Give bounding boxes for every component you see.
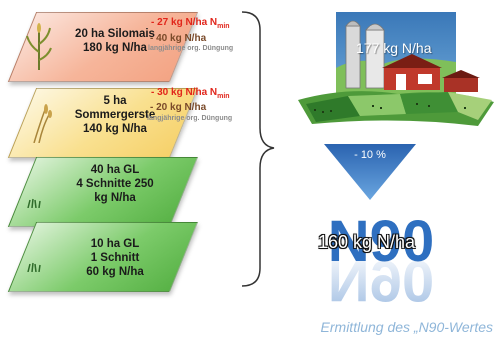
field-area: 5 ha — [103, 95, 127, 107]
n90-reflection: N90 — [328, 248, 434, 305]
barley-plant-icon — [33, 104, 52, 143]
field-label-grassland-4-cuts: 40 ha GL 4 Schnitte 250 kg N/ha — [45, 163, 185, 205]
field-label-silomais: 20 ha Silomais 180 kg N/ha — [45, 27, 185, 55]
field-nitrogen: 140 kg N/ha — [83, 123, 147, 135]
field-area: 10 ha GL — [90, 238, 140, 250]
reduction-arrow — [324, 144, 416, 200]
field-cuts: 1 Schnitt — [90, 252, 140, 264]
field-nitrogen: kg N/ha — [94, 192, 136, 204]
field-label-sommergerste: 5 ha Sommergerste 140 kg N/ha — [45, 94, 185, 136]
field-nitrogen: 60 kg N/ha — [86, 266, 144, 278]
note-silomais: langjährige org. Düngung — [148, 45, 234, 52]
organic-reduction-sommergerste: - 20 kg N/ha — [150, 102, 207, 113]
grass-tuft-icon — [27, 198, 41, 208]
n90-value-label: 160 kg N/ha — [318, 232, 416, 252]
n90-text: N90 — [328, 209, 434, 274]
reduction-percent: - 10 % — [354, 149, 386, 161]
farm-total-label: 177 kg N/ha — [356, 40, 432, 56]
maize-plant-icon — [26, 23, 52, 70]
caption: Ermittlung des „N90-Wertes — [320, 319, 493, 335]
nmin-deduction-silomais: - 27 kg N/ha Nmin — [151, 17, 230, 30]
field-nitrogen: 180 kg N/ha — [83, 42, 147, 54]
field-area: 40 ha GL — [90, 164, 140, 176]
n90-logo: N90 N90 — [328, 209, 434, 305]
grass-tuft-icon — [27, 262, 41, 272]
curly-brace — [241, 11, 275, 287]
field-cuts: 4 Schnitte 250 — [76, 178, 154, 190]
nmin-deduction-sommergerste: - 30 kg N/ha Nmin — [151, 87, 230, 100]
field-area: 20 ha Silomais — [75, 28, 155, 40]
organic-reduction-silomais: - 40 kg N/ha — [150, 33, 207, 44]
note-sommergerste: langjährige org. Düngung — [147, 115, 233, 122]
farm-illustration — [298, 12, 494, 126]
field-crop: Sommergerste — [74, 109, 156, 121]
field-label-grassland-1-cut: 10 ha GL 1 Schnitt 60 kg N/ha — [45, 237, 185, 279]
